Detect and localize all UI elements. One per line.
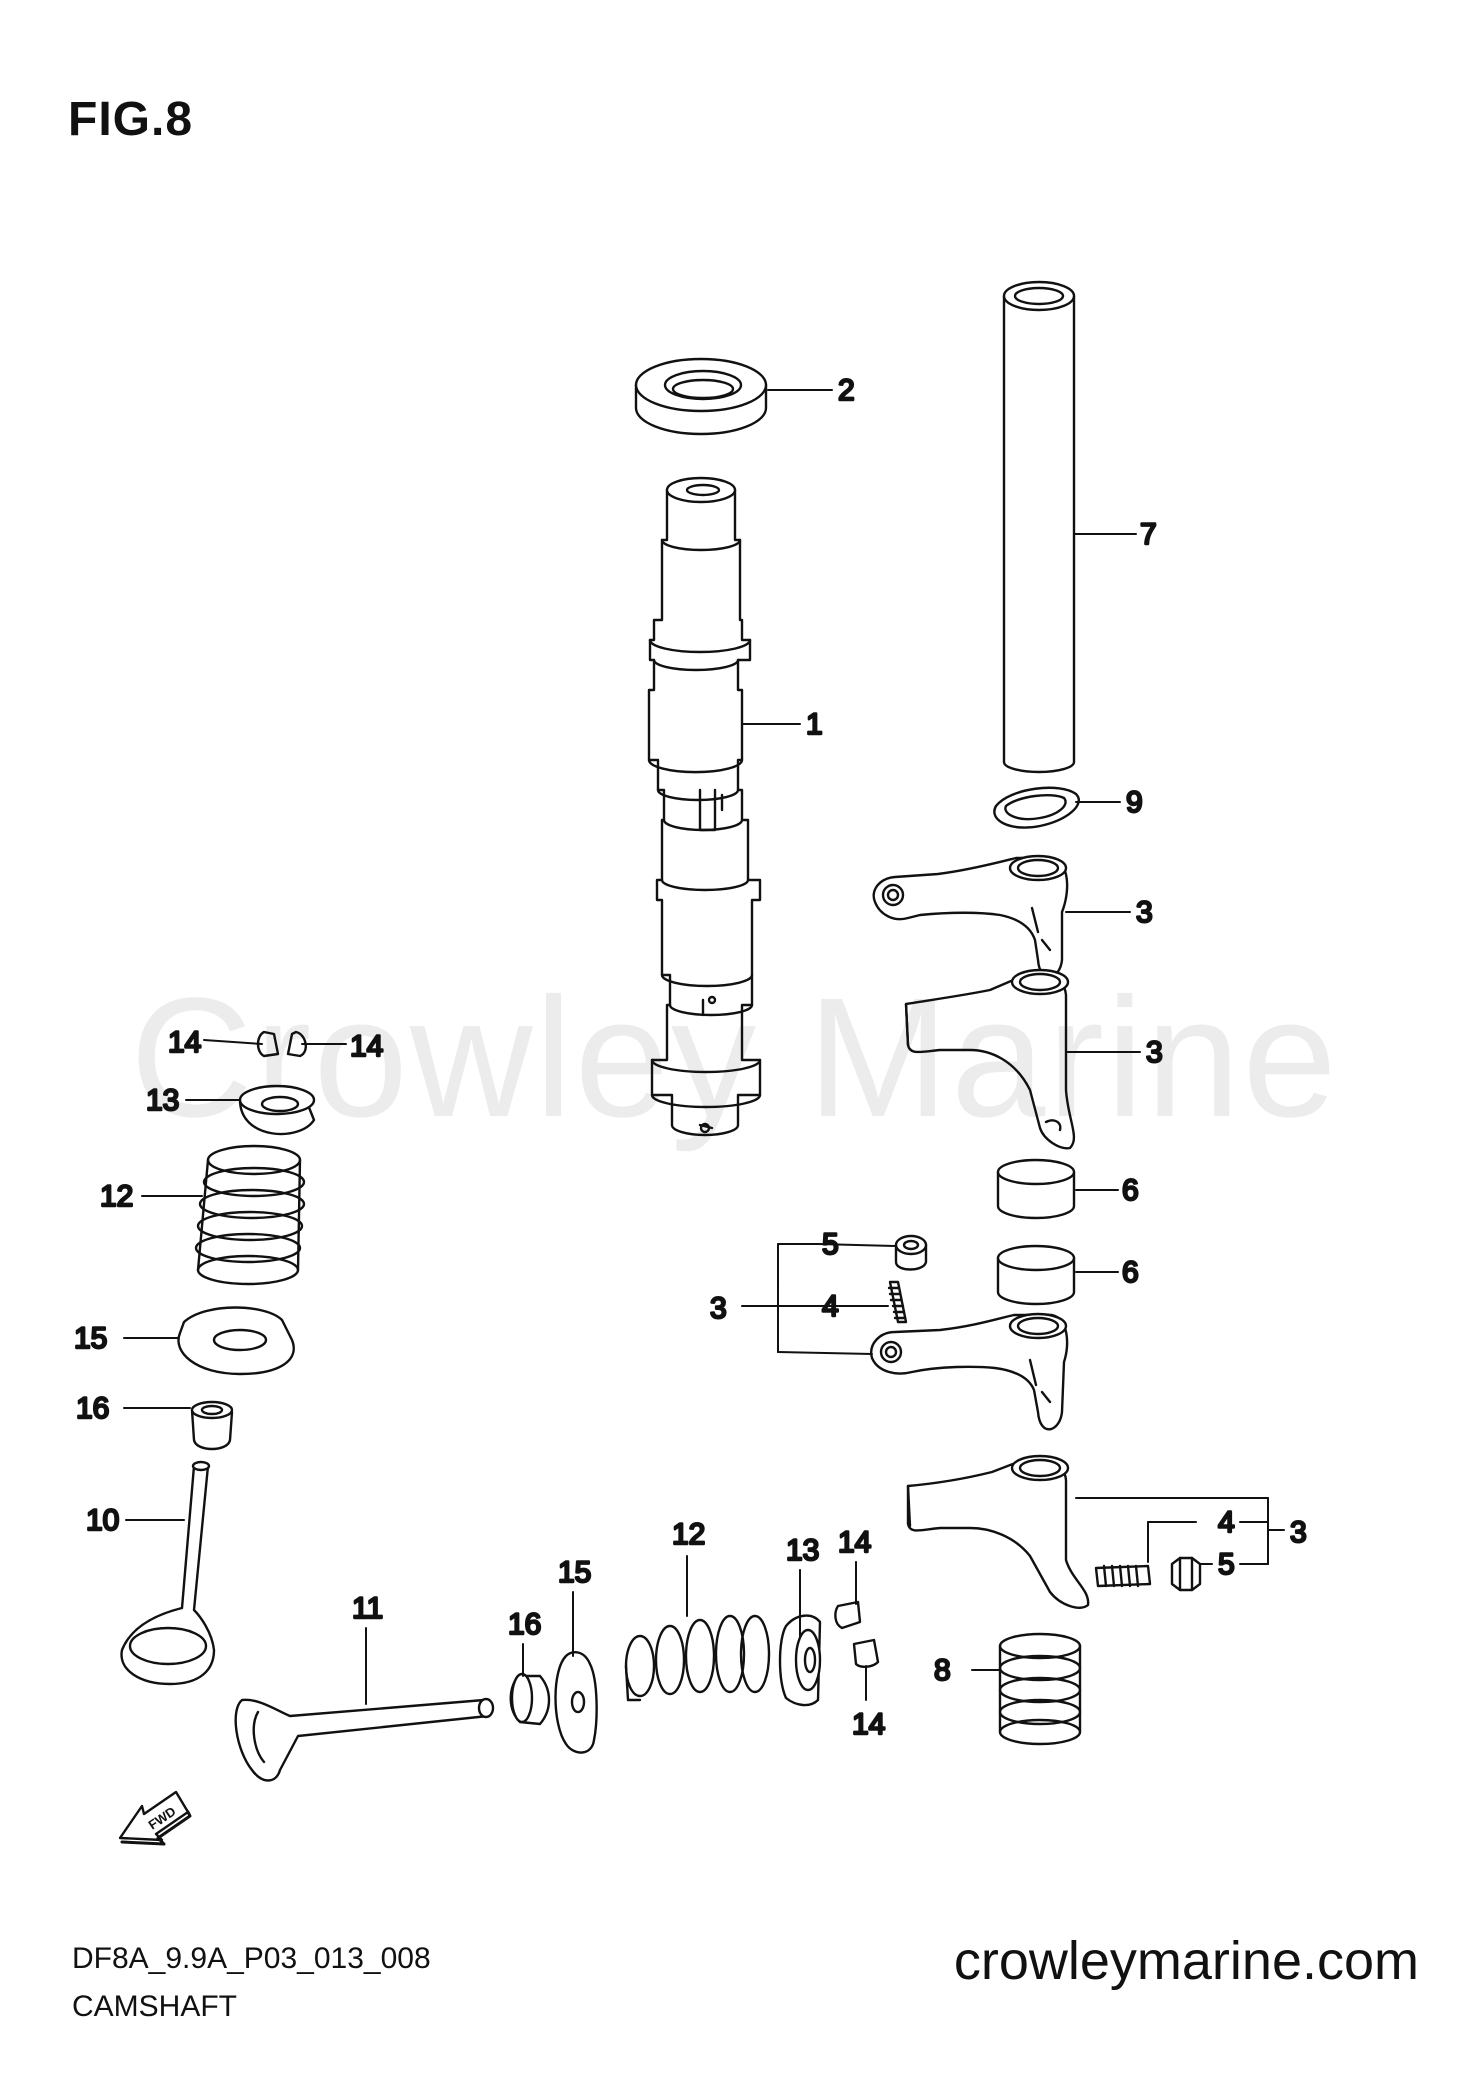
part-wave-washer <box>994 788 1078 828</box>
callout-4-b: 4 <box>1218 1506 1235 1539</box>
callout-15-b: 15 <box>558 1556 591 1589</box>
part-camshaft <box>649 478 760 1135</box>
callout-14-b: 14 <box>350 1030 383 1063</box>
part-cotter-left-b <box>288 1032 306 1056</box>
callout-16-b: 16 <box>508 1608 541 1641</box>
part-rocker-arm-3 <box>871 1314 1067 1429</box>
fwd-arrow-icon <box>120 1792 190 1844</box>
callout-14-c: 14 <box>838 1526 871 1559</box>
part-stem-seal-bottom <box>511 1674 549 1724</box>
leader-lines <box>123 389 1285 1705</box>
part-spring-seat-left <box>178 1308 293 1375</box>
part-rocker-arm-2 <box>906 970 1074 1148</box>
callout-5-b: 5 <box>1218 1548 1235 1581</box>
part-spring-seat-bottom <box>556 1652 597 1752</box>
drawing-code: DF8A_9.9A_P03_013_008 <box>72 1942 431 1975</box>
part-rocker-arm-1 <box>874 856 1067 977</box>
callout-8: 8 <box>934 1654 951 1687</box>
part-adjust-nut-lower <box>1172 1558 1200 1590</box>
part-valve-spring-bottom <box>626 1616 769 1700</box>
part-adjust-screw-lower <box>1096 1566 1150 1586</box>
callout-11: 11 <box>352 1592 383 1625</box>
callout-13-b: 13 <box>786 1534 819 1567</box>
callout-5-a: 5 <box>822 1228 839 1261</box>
callout-2: 2 <box>838 374 855 407</box>
callout-4-a: 4 <box>822 1290 839 1323</box>
part-rocker-arm-4 <box>908 1456 1088 1608</box>
callout-3-d: 3 <box>1290 1516 1307 1549</box>
part-intake-valve <box>122 1462 214 1684</box>
callout-12-a: 12 <box>100 1180 133 1213</box>
callout-14-d: 14 <box>852 1708 885 1741</box>
website-label: crowleymarine.com <box>953 1931 1419 1991</box>
callout-14-a: 14 <box>168 1026 201 1059</box>
watermark-text: Crowley Marine <box>130 963 1339 1153</box>
part-adjust-nut-upper <box>896 1236 926 1270</box>
part-oil-seal <box>636 359 766 434</box>
callout-7: 7 <box>1140 518 1157 551</box>
callout-15-a: 15 <box>74 1322 107 1355</box>
part-rocker-shaft <box>1004 282 1074 772</box>
callout-3-a: 3 <box>1136 896 1153 929</box>
callout-13-a: 13 <box>146 1084 179 1117</box>
callout-3-c: 3 <box>710 1292 727 1325</box>
part-cotter-bottom-a <box>835 1602 860 1628</box>
callout-16-a: 16 <box>76 1392 109 1425</box>
callout-6-b: 6 <box>1122 1256 1139 1289</box>
callout-9: 9 <box>1126 786 1143 819</box>
part-retainer-bottom <box>780 1616 820 1705</box>
part-spacer-upper <box>998 1160 1074 1218</box>
callout-10: 10 <box>86 1504 119 1537</box>
callout-labels: 2 7 1 9 3 3 14 14 13 12 6 5 6 3 4 15 16 … <box>73 373 1308 1742</box>
part-cotter-left-a <box>258 1032 278 1056</box>
part-exhaust-valve <box>236 1699 493 1781</box>
figure-title: FIG.8 <box>68 93 194 146</box>
part-stem-seal-left <box>192 1402 232 1449</box>
part-spacer-lower <box>998 1246 1074 1304</box>
callout-3-b: 3 <box>1146 1036 1163 1069</box>
callout-6-a: 6 <box>1122 1174 1139 1207</box>
part-valve-spring-left <box>196 1146 304 1284</box>
callout-1: 1 <box>806 708 823 741</box>
callout-12-b: 12 <box>672 1518 705 1551</box>
part-adjust-screw-upper <box>889 1282 906 1322</box>
part-rocker-spring <box>1000 1634 1080 1744</box>
figure-caption: CAMSHAFT <box>72 1990 237 2023</box>
part-retainer-left <box>240 1086 314 1134</box>
part-cotter-bottom-b <box>854 1640 878 1667</box>
